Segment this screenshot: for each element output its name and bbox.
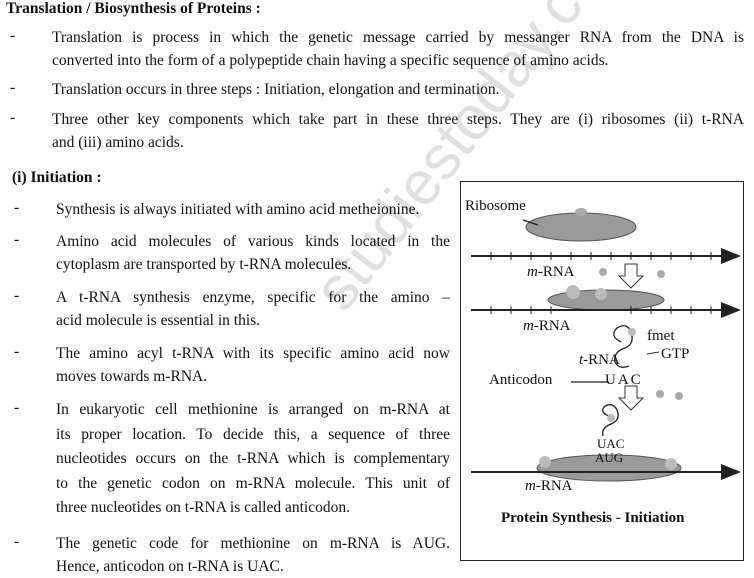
text-line: nucleotides occurs on the t-RNA which is… bbox=[56, 450, 450, 467]
trna-label: t-RNA bbox=[579, 352, 620, 369]
text-line: Translation occurs in three steps : Init… bbox=[52, 81, 500, 98]
mrna-suffix: -RNA bbox=[535, 478, 573, 494]
initiation-bullet-4: The amino acyl t-RNA with its specific a… bbox=[56, 342, 450, 388]
bullet-dash: - bbox=[10, 109, 16, 126]
initiation-bullet-5: In eukaryotic cell methionine is arrange… bbox=[56, 398, 450, 521]
text-line: Hence, anticodon on t-RNA is UAC. bbox=[56, 558, 284, 575]
mrna-prefix: m bbox=[527, 264, 538, 280]
mrna-suffix: -RNA bbox=[533, 318, 571, 334]
section-title: Translation / Biosynthesis of Proteins : bbox=[6, 0, 261, 17]
mrna-label-3: m-RNA bbox=[525, 478, 573, 495]
text-line: converted into the form of a polypeptide… bbox=[52, 52, 609, 69]
uac-label-2: UAC bbox=[597, 436, 625, 451]
ribosome-pointer bbox=[522, 219, 539, 226]
subsection-title: (i) Initiation : bbox=[12, 169, 102, 186]
intro-bullet-1: Translation is process in which the gene… bbox=[52, 26, 744, 72]
bullet-dash: - bbox=[10, 79, 16, 96]
text-line: moves towards m-RNA. bbox=[56, 368, 208, 385]
text-line: A t-RNA synthesis enzyme, specific for t… bbox=[56, 289, 450, 306]
fmet-label: fmet bbox=[647, 328, 675, 344]
mrna-prefix: m bbox=[523, 318, 534, 334]
bullet-dash: - bbox=[14, 399, 20, 416]
mrna-suffix: -RNA bbox=[537, 264, 575, 280]
figure-diagram bbox=[471, 208, 741, 482]
bullet-dash: - bbox=[14, 231, 20, 248]
bullet-dash: - bbox=[14, 287, 20, 304]
initiation-bullet-3: A t-RNA synthesis enzyme, specific for t… bbox=[56, 286, 450, 332]
intro-bullet-2: Translation occurs in three steps : Init… bbox=[52, 78, 744, 101]
text-line: Synthesis is always initiated with amino… bbox=[56, 201, 420, 218]
text-line: The genetic code for methionine on m-RNA… bbox=[56, 535, 450, 552]
bullet-dash: - bbox=[14, 533, 20, 550]
arrow-down-icon bbox=[617, 263, 645, 289]
mrna-prefix: m bbox=[525, 478, 536, 494]
text-line: acid molecule is essential in this. bbox=[56, 312, 261, 329]
initiation-figure: Ribosome m-RNA m-RNA fmet GTP t-RNA Anti… bbox=[460, 181, 744, 561]
text-line: its proper location. To decide this, a s… bbox=[56, 425, 450, 443]
bullet-dash: - bbox=[14, 343, 20, 360]
text-line: Translation is process in which the gene… bbox=[52, 29, 744, 46]
ribosome-label: Ribosome bbox=[465, 198, 526, 214]
ribosome-complex bbox=[536, 454, 682, 482]
trna-prefix: t bbox=[579, 352, 584, 368]
anticodon-label: Anticodon bbox=[489, 372, 553, 388]
gtp-label: GTP bbox=[661, 346, 690, 362]
uac-label-1: UAC bbox=[605, 372, 643, 388]
initiation-bullet-6: The genetic code for methionine on m-RNA… bbox=[56, 532, 450, 578]
initiation-bullet-2: Amino acid molecules of various kinds lo… bbox=[56, 230, 450, 276]
arrow-down-icon bbox=[617, 385, 645, 411]
initiation-bullet-1: Synthesis is always initiated with amino… bbox=[56, 198, 450, 221]
trna-suffix: -RNA bbox=[583, 352, 620, 368]
trna-shape bbox=[613, 325, 633, 368]
bullet-dash: - bbox=[10, 27, 16, 44]
text-line: cytoplasm are transported by t-RNA molec… bbox=[56, 256, 352, 273]
ribosome-shape bbox=[525, 212, 637, 242]
intro-bullet-3: Three other key components which take pa… bbox=[52, 108, 744, 154]
mrna-label-2: m-RNA bbox=[523, 318, 571, 335]
bullet-dash: - bbox=[14, 199, 20, 216]
text-line: The amino acyl t-RNA with its specific a… bbox=[56, 345, 450, 362]
aug-label: AUG bbox=[595, 450, 624, 465]
text-line: three nucleotides on t-RNA is called ant… bbox=[56, 499, 350, 516]
text-line: and (iii) amino acids. bbox=[52, 134, 184, 151]
figure-caption: Protein Synthesis - Initiation bbox=[501, 510, 685, 526]
text-line: Three other key components which take pa… bbox=[52, 111, 744, 128]
mrna-label-1: m-RNA bbox=[527, 264, 575, 281]
text-line: In eukaryotic cell methionine is arrange… bbox=[56, 401, 450, 418]
text-line: Amino acid molecules of various kinds lo… bbox=[56, 233, 450, 250]
text-line: to the genetic codon on m-RNA molecule. … bbox=[56, 474, 450, 492]
